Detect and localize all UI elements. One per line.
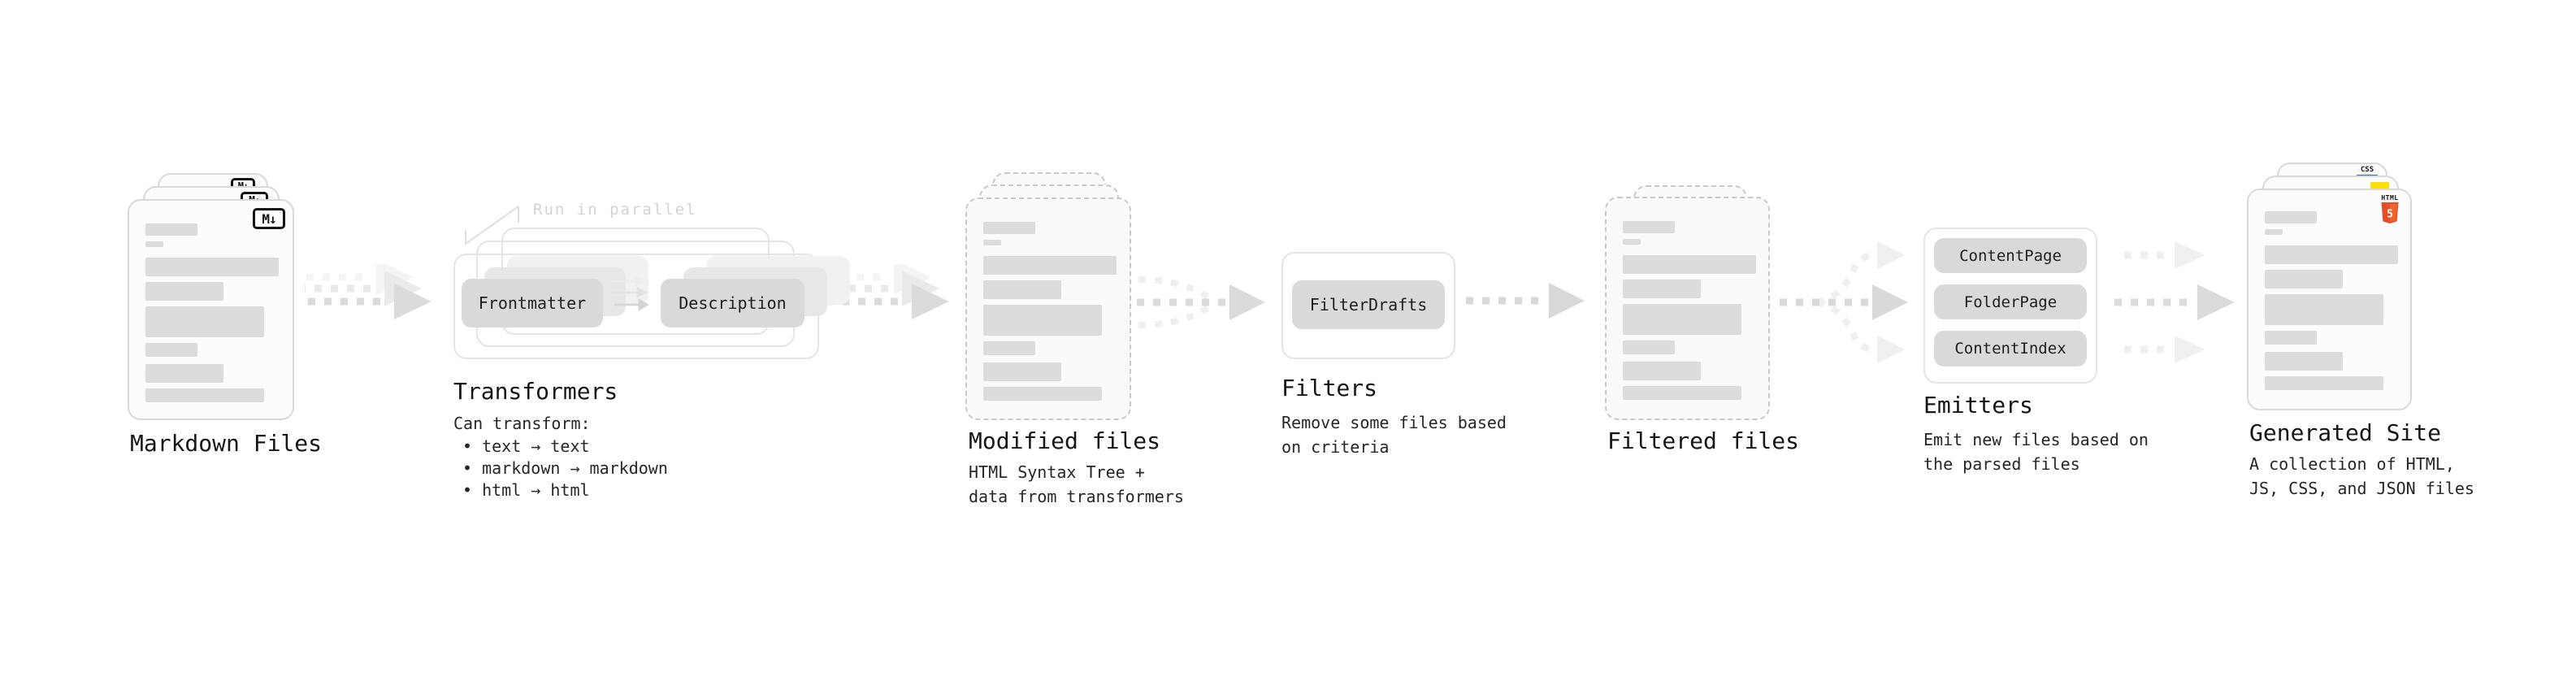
filters-frame <box>1281 252 1455 359</box>
emitters-description: Emit new files based on the parsed files <box>1923 427 2149 476</box>
emitters-frame <box>1923 228 2097 384</box>
emitter-box-folderpage: FolderPage <box>1934 284 2087 319</box>
html5-badge-label: HTML <box>2381 194 2399 202</box>
stage-title-markdown-files: Markdown Files <box>130 430 323 457</box>
run-in-parallel-label: Run in parallel <box>533 201 697 219</box>
desc-line: A collection of HTML, <box>2249 454 2455 474</box>
svg-text:5: 5 <box>2387 209 2393 221</box>
desc-line: JS, CSS, and JSON files <box>2249 479 2474 498</box>
flow-arrow-modified-to-filters <box>1137 276 1265 328</box>
stage-title-filters: Filters <box>1281 375 1378 401</box>
desc-line: HTML Syntax Tree + <box>969 462 1145 482</box>
transformer-box-frontmatter: Frontmatter <box>462 279 603 327</box>
modified-doc-card-front <box>965 197 1131 420</box>
flow-arrow-filtered-to-emitters <box>1780 241 1908 363</box>
emitter-box-contentpage: ContentPage <box>1934 238 2087 273</box>
bullet-item: • text → text <box>462 436 590 456</box>
modified-files-description: HTML Syntax Tree + data from transformer… <box>969 460 1184 509</box>
desc-line: Emit new files based on <box>1923 430 2149 449</box>
callout-leader-line <box>465 206 519 245</box>
stage-title-modified-files: Modified files <box>969 427 1161 454</box>
markdown-icon: M↓ <box>253 208 285 229</box>
doc-text-skeleton <box>1623 221 1756 406</box>
transformer-box-description: Description <box>661 279 804 327</box>
filters-description: Remove some files based on criteria <box>1281 410 1507 459</box>
markdown-doc-card-front: M↓ <box>128 199 294 420</box>
flow-arrow-emitters-to-site <box>2114 241 2235 363</box>
doc-text-skeleton <box>2265 211 2398 396</box>
doc-text-skeleton <box>983 222 1117 406</box>
desc-heading: Can transform: <box>453 414 591 433</box>
transformers-description: Can transform: • text → text • markdown … <box>453 413 668 501</box>
bullet-item: • html → html <box>462 480 590 500</box>
desc-line: Remove some files based <box>1281 413 1507 432</box>
flow-arrow-transformers-to-modified <box>822 264 949 319</box>
flow-arrow-markdown-to-transformers <box>305 264 432 319</box>
desc-line: on criteria <box>1281 437 1390 457</box>
css-badge-label: CSS <box>2360 166 2374 174</box>
flow-arrow-filters-to-filtered <box>1466 283 1585 319</box>
transformer-internal-arrows <box>611 275 649 311</box>
filtered-doc-card-front <box>1605 197 1770 420</box>
stage-title-generated-site: Generated Site <box>2249 419 2442 446</box>
doc-text-skeleton <box>145 223 279 408</box>
stage-title-emitters: Emitters <box>1923 392 2033 419</box>
bullet-item: • markdown → markdown <box>462 458 668 478</box>
generated-site-description: A collection of HTML, JS, CSS, and JSON … <box>2249 452 2474 501</box>
site-doc-card-html: HTML 5 <box>2247 189 2412 410</box>
filter-box-filterdrafts: FilterDrafts <box>1292 280 1445 329</box>
stage-title-filtered-files: Filtered files <box>1607 427 1800 454</box>
html5-icon: HTML 5 <box>2379 194 2400 224</box>
emitter-box-contentindex: ContentIndex <box>1934 331 2087 367</box>
stage-title-transformers: Transformers <box>453 378 618 405</box>
desc-line: the parsed files <box>1923 454 2080 474</box>
desc-line: data from transformers <box>969 487 1184 506</box>
